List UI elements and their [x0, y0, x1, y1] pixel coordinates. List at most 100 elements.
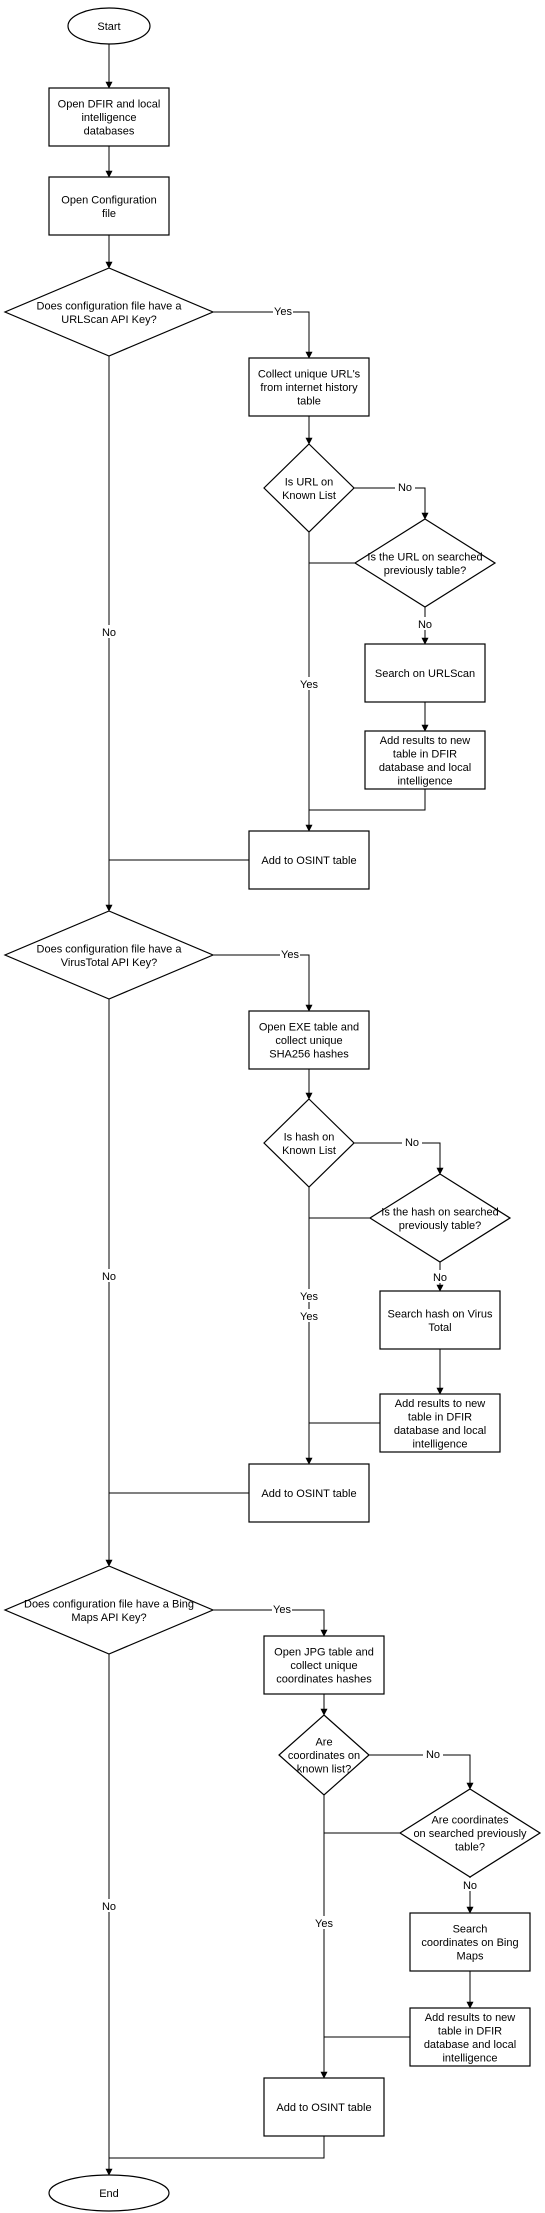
node-label-line: Is URL on: [285, 476, 334, 488]
node-shape: [364, 730, 486, 790]
flow-connector: [354, 1142, 444, 1175]
edge-label-no: No: [460, 1878, 480, 1892]
node-shape: [263, 443, 355, 533]
node-add-osint-2: Add to OSINT table: [248, 1463, 370, 1523]
edge-label-background: [273, 304, 293, 317]
node-label-line: intelligence: [412, 1438, 467, 1450]
node-label-line: coordinates hashes: [276, 1674, 372, 1686]
node-label-line: previously table?: [384, 565, 467, 577]
node-label-line: Known List: [282, 1145, 336, 1157]
node-label-line: Is hash on: [284, 1131, 335, 1143]
edge-label-text: No: [463, 1880, 477, 1892]
node-shape: [353, 518, 497, 608]
flow-connector: [109, 2136, 325, 2159]
node-start: Start: [67, 7, 151, 45]
edge-label-text: No: [405, 1137, 419, 1149]
node-label-line: database and local: [424, 2039, 516, 2051]
edge-label-background: [280, 947, 300, 960]
node-label-line: Add results to new: [395, 1398, 486, 1410]
node-label-line: Are: [315, 1737, 332, 1749]
edge-label-background: [415, 617, 435, 630]
edge-label-yes: Yes: [299, 677, 319, 691]
node-shape: [248, 1463, 370, 1523]
node-shape: [3, 267, 215, 357]
node-label-line: Start: [97, 21, 120, 33]
node-search-vt: Search hash on VirusTotal: [379, 1290, 501, 1350]
edge-label-yes: Yes: [272, 1602, 292, 1616]
node-shape: [263, 1635, 385, 1695]
node-shape: [409, 1912, 531, 1972]
edge-label-background: [299, 677, 319, 690]
node-label-line: Add results to new: [380, 735, 471, 747]
node-label-line: Search on URLScan: [375, 668, 475, 680]
node-label-line: Total: [428, 1322, 451, 1334]
flow-connector: [213, 954, 313, 1012]
edge-label-text: Yes: [300, 1311, 318, 1323]
edge-label-yes: Yes: [273, 304, 293, 318]
node-label-line: Is the URL on searched: [367, 551, 482, 563]
node-label-line: Add to OSINT table: [261, 855, 356, 867]
node-label-line: Open JPG table and: [274, 1647, 374, 1659]
edge-label-text: Yes: [300, 679, 318, 691]
node-open-config: Open Configuration file: [48, 176, 170, 236]
node-label-line: Open EXE table and: [259, 1022, 359, 1034]
node-label-line: Known List: [282, 490, 336, 502]
node-label-line: Does configuration file have a: [37, 943, 183, 955]
node-label-line: table: [297, 396, 321, 408]
node-vt-key: Does configuration file have a VirusTotal…: [3, 910, 215, 1000]
node-label-line: Add to OSINT table: [261, 1488, 356, 1500]
node-label-line: file: [102, 208, 116, 220]
node-label-line: collect unique: [275, 1035, 342, 1047]
node-shape: [48, 176, 170, 236]
node-label-line: Open Configuration: [61, 194, 156, 206]
edge-label-text: No: [418, 619, 432, 631]
edge-label-background: [299, 1309, 319, 1322]
edge-label-background: [460, 1878, 480, 1891]
node-shape: [248, 357, 370, 417]
edge-label-no: No: [99, 1269, 119, 1283]
node-hash-known: Is hash on Known List: [263, 1098, 355, 1188]
node-shape: [3, 910, 215, 1000]
flow-connector: [369, 1754, 474, 1790]
node-shape: [248, 1010, 370, 1070]
edge-label-no: No: [430, 1270, 450, 1284]
edge-label-text: No: [426, 1749, 440, 1761]
edge-label-no: No: [99, 625, 119, 639]
node-shape: [48, 87, 170, 147]
node-label-line: coordinates on: [288, 1750, 360, 1762]
node-label-line: Add results to new: [425, 2012, 516, 2024]
node-label-line: table in DFIR: [438, 2025, 502, 2037]
node-label-line: Is the hash on searched: [381, 1206, 498, 1218]
edge-label-background: [402, 1135, 422, 1148]
edge-label-background: [314, 1916, 334, 1929]
node-shape: [379, 1393, 501, 1453]
node-shape: [263, 1098, 355, 1188]
node-shape: [368, 1173, 512, 1263]
flow-connector: [309, 789, 426, 811]
edge-label-no: No: [402, 1135, 422, 1149]
node-label-line: database and local: [379, 762, 471, 774]
edge-label-yes: Yes: [299, 1309, 319, 1323]
node-label-line: VirusTotal API Key?: [61, 957, 157, 969]
edge-label-text: Yes: [273, 1604, 291, 1616]
node-label-line: intelligence: [81, 112, 136, 124]
node-label-line: previously table?: [399, 1220, 482, 1232]
node-label-line: Are coordinates: [431, 1815, 509, 1827]
node-hash-searched: Is the hash on searched previously table?: [368, 1173, 512, 1263]
node-label-line: Add to OSINT table: [276, 2102, 371, 2114]
edge-label-text: Yes: [281, 949, 299, 961]
node-label-line: Collect unique URL's: [258, 369, 361, 381]
edge-label-text: No: [433, 1272, 447, 1284]
edge-label-no: No: [395, 480, 415, 494]
node-shape: [263, 2077, 385, 2137]
node-label-line: intelligence: [397, 775, 452, 787]
edge-label-background: [99, 1269, 119, 1282]
node-label-line: Search hash on Virus: [388, 1308, 493, 1320]
node-label-line: End: [99, 2188, 119, 2200]
node-label-line: Does configuration file have a Bing: [24, 1598, 194, 1610]
